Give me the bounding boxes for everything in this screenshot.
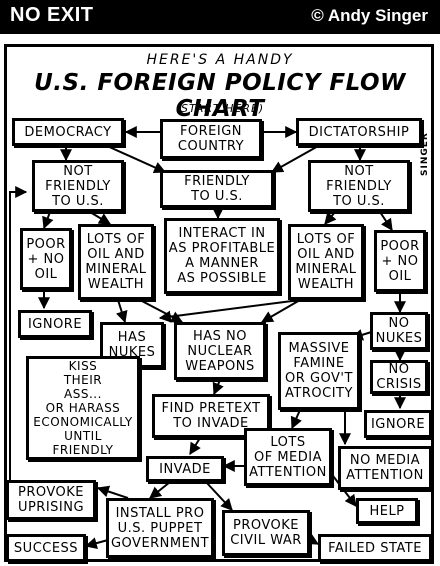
node-not-friendly-right: NOT FRIENDLY TO U.S.	[308, 160, 410, 212]
node-lots-oil-right: LOTS OF OIL AND MINERAL WEALTH	[288, 224, 364, 300]
node-failed-state: FAILED STATE	[318, 534, 432, 562]
node-poor-no-oil-left: POOR + NO OIL	[20, 228, 72, 290]
node-dictatorship: DICTATORSHIP	[296, 118, 422, 146]
node-famine: MASSIVE FAMINE OR GOV'T ATROCITY	[278, 332, 360, 410]
node-democracy: DEMOCRACY	[12, 118, 124, 146]
node-install-puppet: INSTALL PRO U.S. PUPPET GOVERNMENT	[106, 498, 214, 558]
title-line-1: HERE'S A HANDY	[146, 52, 294, 68]
node-no-nukes: NO NUKES	[370, 312, 428, 350]
top-banner: NO EXIT © Andy Singer	[0, 0, 440, 34]
title-line-2: U.S. FOREIGN POLICY FLOW CHART	[34, 70, 406, 122]
node-no-crisis: NO CRISIS	[370, 360, 428, 394]
node-invade: INVADE	[146, 456, 224, 482]
node-ignore-right: IGNORE	[364, 410, 432, 438]
node-help: HELP	[356, 498, 418, 524]
node-find-pretext: FIND PRETEXT TO INVADE	[152, 394, 270, 438]
node-provoke-civil-war: PROVOKE CIVIL WAR	[222, 510, 310, 556]
node-lots-oil-left: LOTS OF OIL AND MINERAL WEALTH	[78, 224, 154, 300]
node-success: SUCCESS	[6, 534, 86, 562]
node-friendly: FRIENDLY TO U.S.	[160, 170, 274, 208]
node-not-friendly-left: NOT FRIENDLY TO U.S.	[32, 160, 124, 212]
node-foreign-country: FOREIGN COUNTRY	[160, 119, 262, 159]
node-ignore-left: IGNORE	[18, 310, 92, 338]
credit: © Andy Singer	[311, 6, 428, 25]
node-kiss: KISS THEIR ASS... OR HARASS ECONOMICALLY…	[26, 356, 140, 460]
node-poor-no-oil-right: POOR + NO OIL	[374, 230, 426, 292]
node-interact: INTERACT IN AS PROFITABLE A MANNER AS PO…	[164, 218, 280, 294]
node-no-media: NO MEDIA ATTENTION	[338, 446, 432, 490]
node-has-no-nukes: HAS NO NUCLEAR WEAPONS	[174, 322, 266, 380]
start-here-label: (START HERE)	[175, 102, 265, 115]
node-lots-media: LOTS OF MEDIA ATTENTION	[244, 428, 332, 486]
node-provoke-uprising: PROVOKE UPRISING	[6, 480, 96, 520]
series-title: NO EXIT	[10, 4, 94, 26]
